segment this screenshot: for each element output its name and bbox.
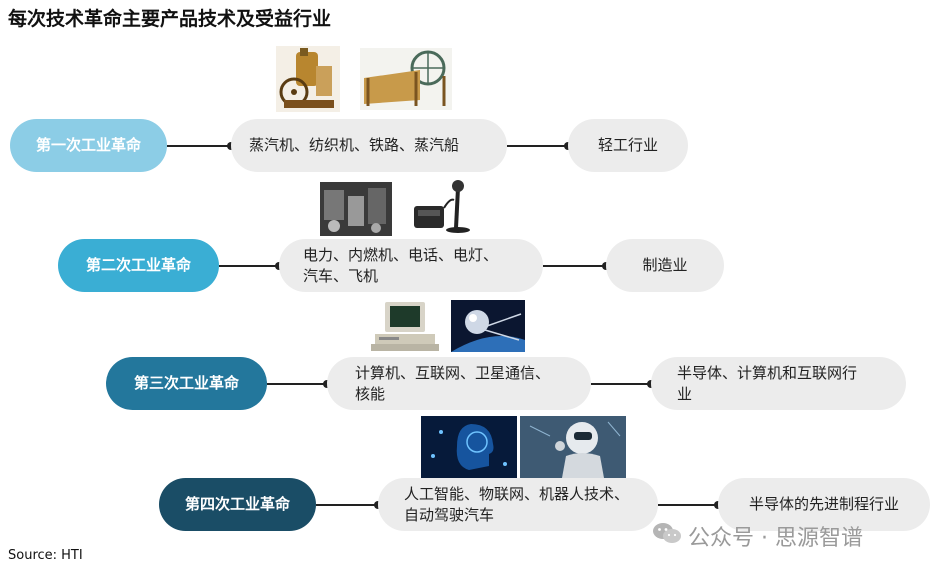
tech-2-line-1: 电力、内燃机、电话、电灯、 [303, 245, 499, 264]
industry-2-box: 制造业 [606, 239, 724, 292]
robot-image [520, 416, 626, 478]
computer-image [371, 300, 439, 352]
tech-1-text: 蒸汽机、纺织机、铁路、蒸汽船 [249, 136, 460, 154]
connector-2b [543, 265, 606, 267]
connector-1a [167, 145, 231, 147]
tech-2-box: 电力、内燃机、电话、电灯、 汽车、飞机 [279, 239, 543, 292]
page-title: 每次技术革命主要产品技术及受益行业 [8, 8, 332, 30]
tech-3-line-1: 计算机、互联网、卫星通信、 [355, 363, 551, 382]
connector-1b [507, 145, 568, 147]
factory-photo-image [320, 182, 392, 236]
connector-2a [219, 265, 279, 267]
wechat-icon [652, 521, 682, 551]
spinning-machine-image [360, 48, 452, 110]
industry-4-box: 半导体的先进制程行业 [718, 478, 930, 531]
connector-3a [267, 383, 327, 385]
tech-4-line-2: 自动驾驶汽车 [404, 505, 495, 524]
source-note: Source: HTI [8, 548, 83, 563]
tech-2-line-2: 汽车、飞机 [303, 266, 379, 285]
watermark-text: 公众号 · 思源智谱 [688, 526, 863, 551]
connector-4a [316, 504, 378, 506]
revolution-4-label: 第四次工业革命 [159, 478, 316, 531]
tech-1-box: 蒸汽机、纺织机、铁路、蒸汽船 [231, 119, 507, 172]
industry-3-box: 半导体、计算机和互联网行 业 [651, 357, 906, 410]
industry-3-line-1: 半导体、计算机和互联网行 [677, 363, 858, 382]
revolution-3-label: 第三次工业革命 [106, 357, 267, 410]
revolution-1-label: 第一次工业革命 [10, 119, 167, 172]
tech-4-box: 人工智能、物联网、机器人技术、 自动驾驶汽车 [378, 478, 658, 531]
revolution-2-label: 第二次工业革命 [58, 239, 219, 292]
tech-4-line-1: 人工智能、物联网、机器人技术、 [404, 484, 630, 503]
industry-3-line-2: 业 [677, 384, 693, 403]
tech-3-line-2: 核能 [355, 384, 386, 403]
watermark: 公众号 · 思源智谱 [652, 520, 863, 552]
telephone-image [410, 178, 476, 234]
connector-4b [658, 504, 718, 506]
satellite-image [451, 300, 525, 352]
industry-2-text: 制造业 [642, 256, 688, 274]
industry-4-text: 半导体的先进制程行业 [748, 495, 899, 513]
steam-engine-image [276, 46, 340, 112]
ai-head-image [421, 416, 517, 478]
connector-3b [591, 383, 651, 385]
industry-1-box: 轻工行业 [568, 119, 688, 172]
industry-1-text: 轻工行业 [597, 136, 658, 154]
tech-3-box: 计算机、互联网、卫星通信、 核能 [327, 357, 591, 410]
